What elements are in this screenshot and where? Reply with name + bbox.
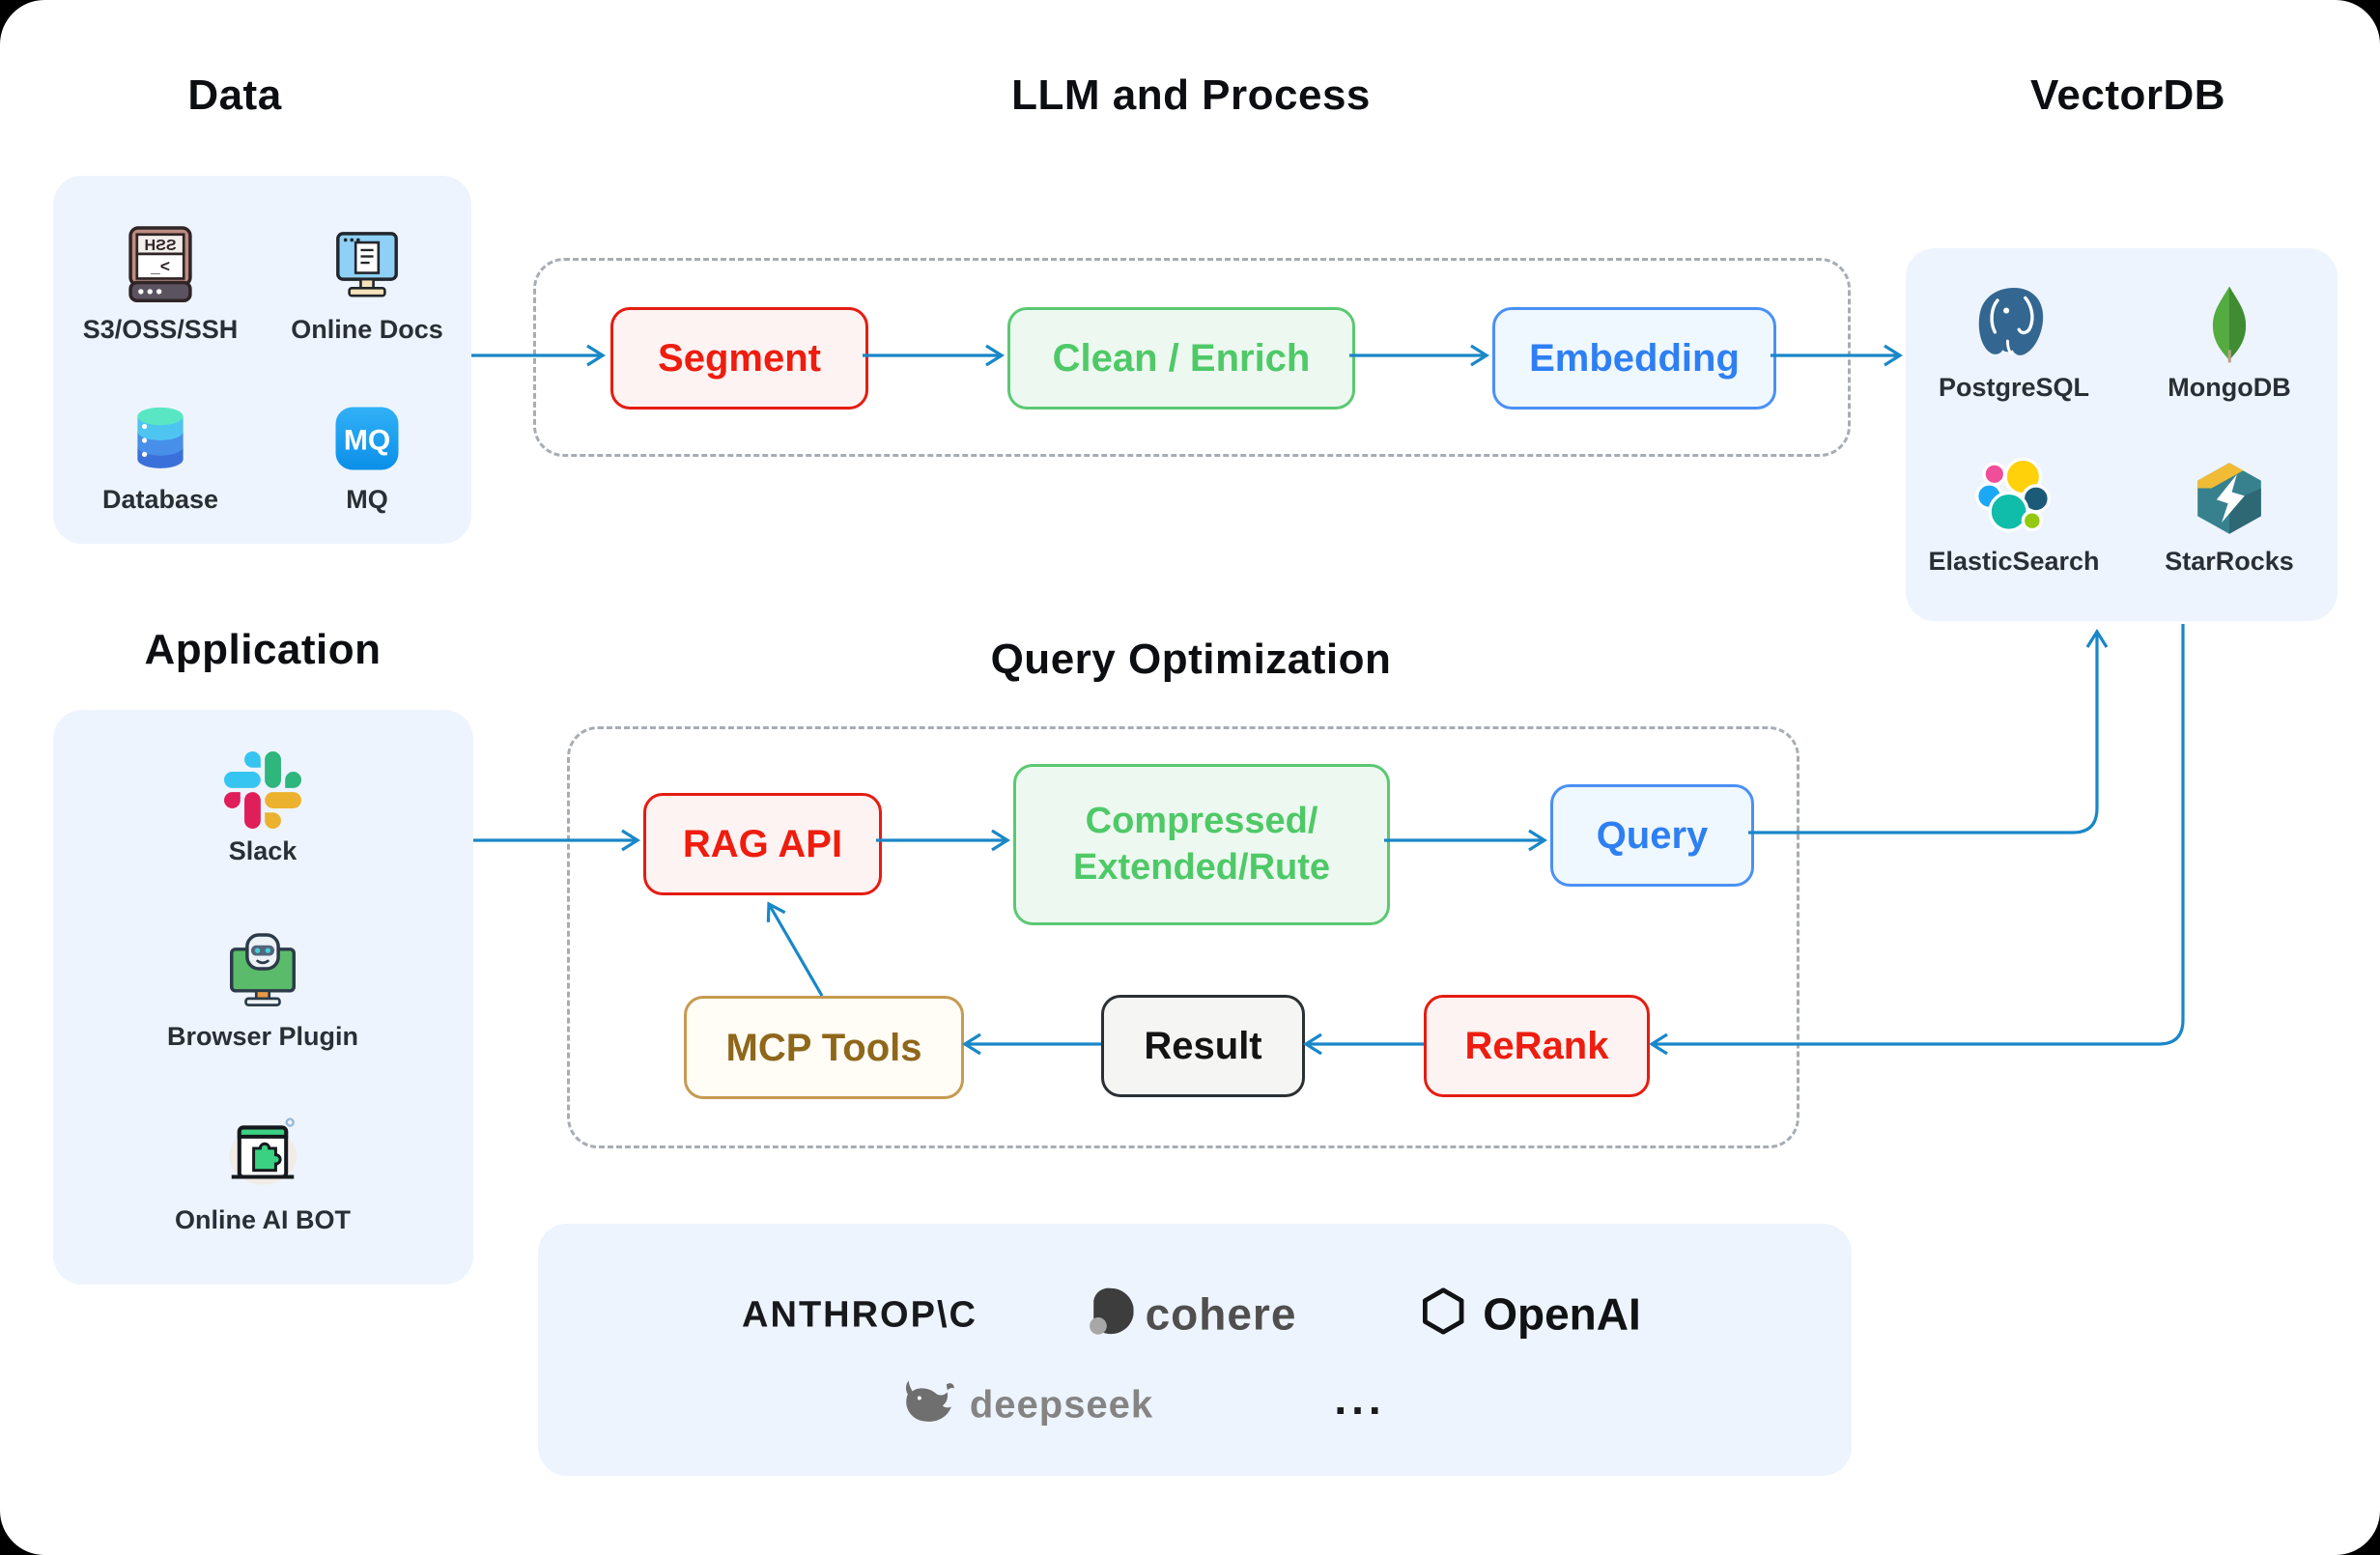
node-query: Query: [1550, 784, 1754, 887]
data-item-label: S3/OSS/SSH: [82, 315, 239, 344]
data-sources-panel: [53, 176, 471, 544]
cohere-wordmark: cohere: [1145, 1288, 1297, 1339]
elasticsearch-icon: [1917, 454, 2111, 539]
vectordb-item-postgresql: PostgreSQL: [1917, 280, 2111, 403]
openai-icon: [1415, 1284, 1471, 1344]
data-item-s3-oss-ssh: SSH >_ S3/OSS/SSH: [64, 222, 257, 345]
vectordb-item-label: MongoDB: [2168, 373, 2291, 402]
vectordb-item-label: ElasticSearch: [1928, 547, 2100, 576]
node-label-line1: Compressed/: [1085, 801, 1318, 841]
node-label-line2: Extended/Rute: [1072, 846, 1331, 888]
node-segment: Segment: [610, 307, 868, 410]
section-title-data: Data: [187, 71, 282, 119]
llm-process-container: [533, 258, 1851, 457]
data-item-label: Database: [101, 485, 219, 514]
data-item-label: Online Docs: [291, 315, 443, 344]
data-item-mq: MQ MQ: [270, 392, 464, 515]
vectordb-item-elasticsearch: ElasticSearch: [1917, 454, 2111, 577]
node-label: Clean / Enrich: [1052, 337, 1311, 380]
data-item-database: Database: [64, 392, 257, 515]
cohere-icon: [1084, 1286, 1134, 1342]
application-item-browser-plugin: Browser Plugin: [99, 929, 427, 1052]
node-mcp-tools: MCP Tools: [684, 996, 964, 1099]
browser-plugin-icon: [99, 929, 427, 1014]
node-label: Embedding: [1529, 337, 1740, 380]
node-rerank: ReRank: [1424, 995, 1650, 1097]
section-title-vectordb: VectorDB: [2029, 71, 2226, 119]
deepseek-icon: [898, 1379, 958, 1432]
vectordb-item-label: PostgreSQL: [1938, 373, 2090, 402]
deepseek-wordmark: deepseek: [969, 1383, 1154, 1427]
application-item-label: Online AI BOT: [175, 1205, 351, 1234]
mq-icon: MQ: [270, 392, 464, 477]
arrow-query-to-vectordb: [1748, 628, 2109, 834]
node-label: RAG API: [682, 823, 843, 865]
llm-providers-panel: [538, 1224, 1852, 1476]
online-docs-icon: [270, 222, 464, 307]
node-embedding: Embedding: [1492, 307, 1776, 410]
vectordb-item-label: StarRocks: [2165, 547, 2294, 576]
section-title-llm-process: LLM and Process: [1011, 71, 1371, 119]
application-item-label: Slack: [228, 836, 298, 865]
svg-text:>_: >_: [151, 257, 170, 276]
slack-icon: [99, 744, 427, 829]
node-label: Query: [1596, 814, 1709, 857]
node-label: Result: [1144, 1025, 1262, 1067]
section-title-application: Application: [144, 626, 382, 673]
node-label: ReRank: [1464, 1025, 1609, 1067]
section-title-query-optimization: Query Optimization: [990, 636, 1392, 683]
database-icon: [64, 392, 257, 477]
openai-logo: OpenAI: [1415, 1284, 1641, 1344]
application-item-online-ai-bot: Online AI BOT: [99, 1113, 427, 1235]
deepseek-logo: deepseek: [898, 1379, 1153, 1432]
data-item-label: MQ: [346, 485, 388, 514]
vectordb-item-mongodb: MongoDB: [2133, 280, 2326, 403]
node-rag-api: RAG API: [643, 793, 882, 895]
openai-wordmark: OpenAI: [1483, 1288, 1641, 1339]
terminal-icon: SSH >_: [64, 222, 257, 307]
data-item-online-docs: Online Docs: [270, 222, 464, 345]
more-providers-ellipsis: ...: [1334, 1373, 1386, 1424]
vectordb-panel: [1906, 248, 2338, 621]
anthropic-wordmark: ANTHROP\C: [742, 1294, 978, 1336]
application-item-slack: Slack: [99, 744, 427, 866]
online-ai-bot-icon: [99, 1113, 427, 1198]
anthropic-logo: ANTHROP\C: [742, 1295, 978, 1337]
node-label: MCP Tools: [725, 1026, 922, 1069]
svg-text:MQ: MQ: [344, 424, 390, 456]
svg-text:SSH: SSH: [144, 237, 176, 254]
node-label: Segment: [658, 337, 821, 380]
node-result: Result: [1101, 995, 1305, 1097]
application-item-label: Browser Plugin: [166, 1022, 359, 1051]
starrocks-icon: [2133, 454, 2326, 539]
mongodb-icon: [2133, 280, 2326, 365]
postgresql-icon: [1917, 280, 2111, 365]
vectordb-item-starrocks: StarRocks: [2133, 454, 2326, 577]
node-compressed-extended-rute: Compressed/ Extended/Rute: [1013, 764, 1390, 925]
node-clean-enrich: Clean / Enrich: [1007, 307, 1355, 410]
cohere-logo: cohere: [1084, 1286, 1297, 1342]
